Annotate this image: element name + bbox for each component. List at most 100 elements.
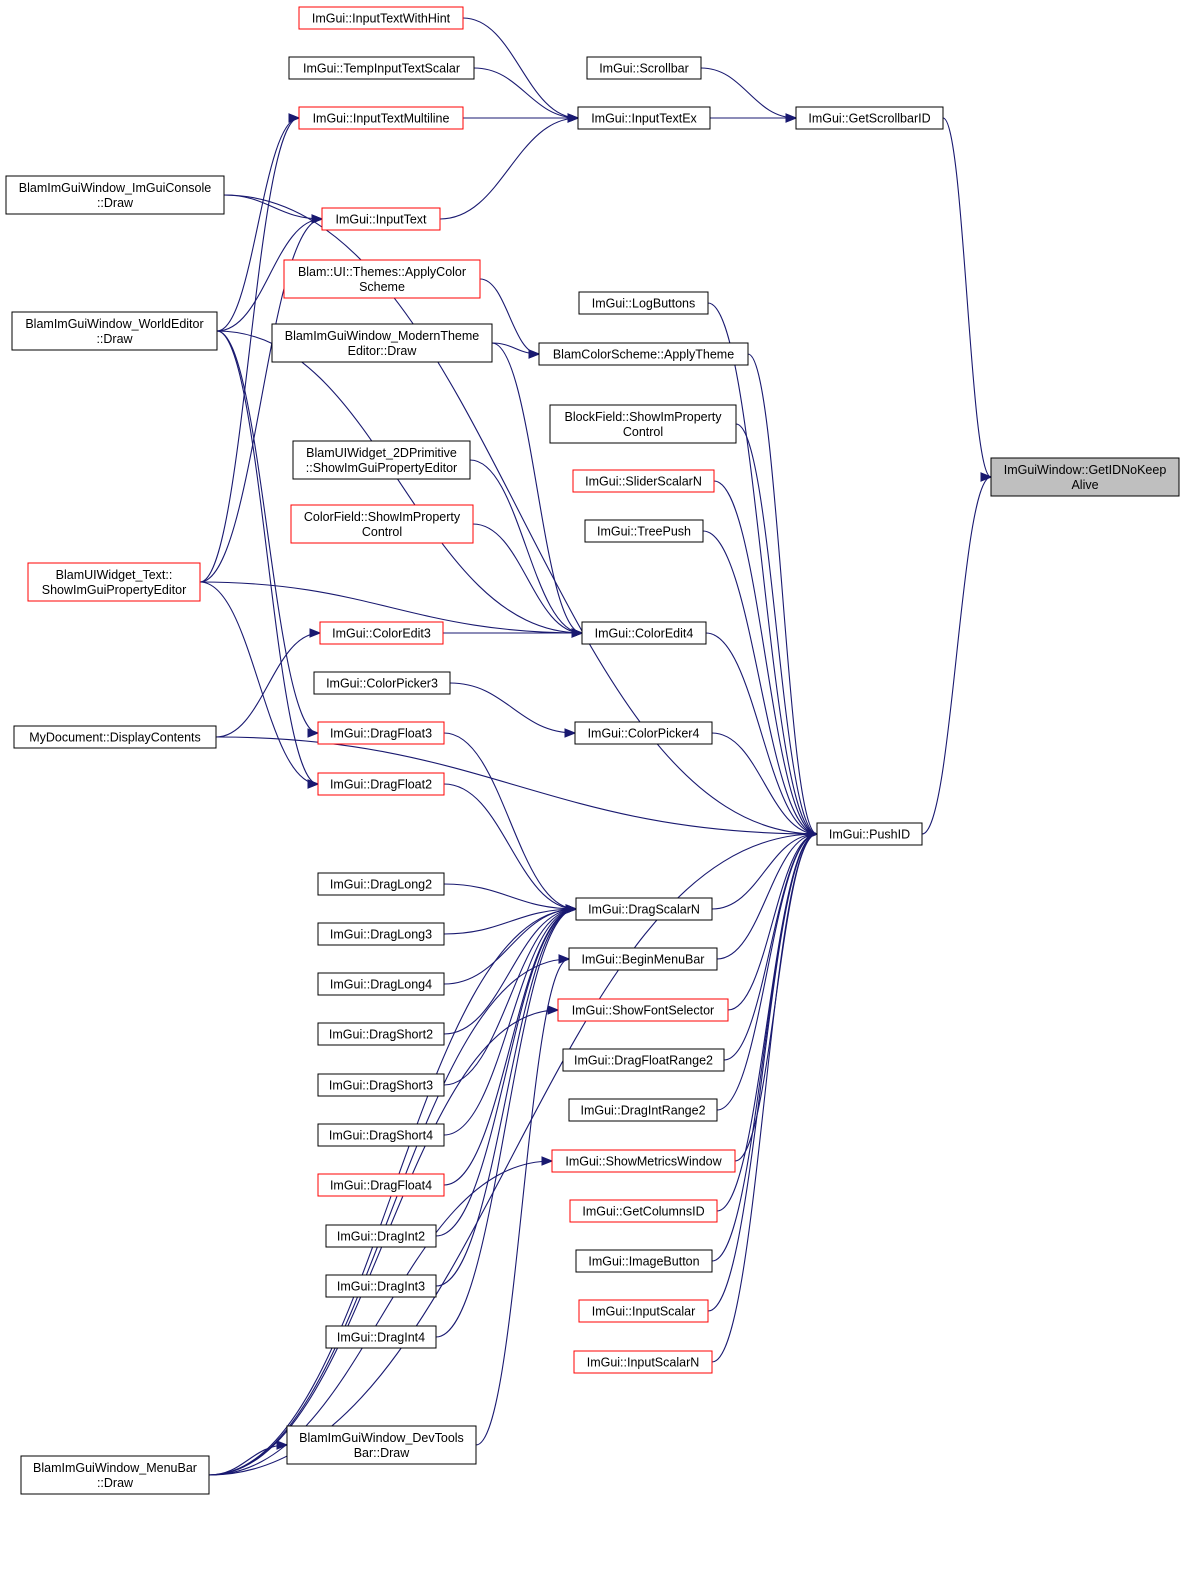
node-inputscalarn[interactable]: ImGui::InputScalarN xyxy=(573,1350,713,1374)
node-box xyxy=(317,1073,445,1097)
edge-scrollbar-to-getscrollbarid xyxy=(700,67,797,119)
node-dragshort4[interactable]: ImGui::DragShort4 xyxy=(317,1123,445,1147)
node-inputtextwithhint[interactable]: ImGui::InputTextWithHint xyxy=(298,6,464,30)
node-imagebutton[interactable]: ImGui::ImageButton xyxy=(575,1249,713,1273)
node-label: ImGui::DragShort2 xyxy=(329,1028,433,1042)
node-draglong2[interactable]: ImGui::DragLong2 xyxy=(317,872,445,896)
node-showfontselector[interactable]: ImGui::ShowFontSelector xyxy=(557,998,729,1022)
node-dragintrange2[interactable]: ImGui::DragIntRange2 xyxy=(568,1098,718,1122)
arrowhead-icon xyxy=(307,728,320,738)
node-inputtextex[interactable]: ImGui::InputTextEx xyxy=(577,106,711,130)
node-box xyxy=(575,897,713,921)
node-dragfloat3[interactable]: ImGui::DragFloat3 xyxy=(317,721,445,745)
node-label: ImGui::DragFloat4 xyxy=(330,1179,432,1193)
edge-coloredit4-to-pushid xyxy=(705,632,818,835)
node-dragfloatrange2[interactable]: ImGui::DragFloatRange2 xyxy=(562,1048,725,1072)
node-label: ::Draw xyxy=(97,1476,134,1490)
node-dragint4[interactable]: ImGui::DragInt4 xyxy=(325,1325,437,1349)
node-label: ImGui::DragFloat2 xyxy=(330,778,432,792)
node-imguiconsole[interactable]: BlamImGuiWindow_ImGuiConsole::Draw xyxy=(5,175,225,215)
node-box xyxy=(317,1022,445,1046)
node-label: ImGui::GetColumnsID xyxy=(582,1205,704,1219)
edge-dragscalarn-to-pushid xyxy=(711,833,818,910)
node-widgettext[interactable]: BlamUIWidget_Text::ShowImGuiPropertyEdit… xyxy=(27,562,201,602)
node-mydocument[interactable]: MyDocument::DisplayContents xyxy=(13,725,217,749)
node-box xyxy=(816,822,923,846)
node-label: ImGui::PushID xyxy=(829,828,910,842)
edge-colorpicker4-to-pushid xyxy=(711,732,818,835)
node-label: ImGui::InputTextWithHint xyxy=(312,12,451,26)
node-showmetricswindow[interactable]: ImGui::ShowMetricsWindow xyxy=(551,1149,736,1173)
edge-inputscalar-to-pushid xyxy=(707,833,818,1312)
node-primitive2d[interactable]: BlamUIWidget_2DPrimitive::ShowImGuiPrope… xyxy=(292,440,471,480)
arrowhead-icon xyxy=(558,954,571,964)
node-inputscalar[interactable]: ImGui::InputScalar xyxy=(578,1299,709,1323)
node-inputtext[interactable]: ImGui::InputText xyxy=(321,207,441,231)
node-label: ::Draw xyxy=(96,332,133,346)
edge-imagebutton-to-pushid xyxy=(711,833,818,1262)
node-label: BlamImGuiWindow_ModernTheme xyxy=(285,329,480,343)
node-menubar[interactable]: BlamImGuiWindow_MenuBar::Draw xyxy=(20,1455,210,1495)
node-box xyxy=(27,562,201,602)
node-sliderscalarn[interactable]: ImGui::SliderScalarN xyxy=(572,469,715,493)
node-dragshort2[interactable]: ImGui::DragShort2 xyxy=(317,1022,445,1046)
node-dragshort3[interactable]: ImGui::DragShort3 xyxy=(317,1073,445,1097)
node-scrollbar[interactable]: ImGui::Scrollbar xyxy=(586,56,702,80)
node-box xyxy=(578,1299,709,1323)
edge-showfontselector-to-pushid xyxy=(727,833,818,1011)
node-label: ImGui::ImageButton xyxy=(588,1255,699,1269)
arrowhead-icon xyxy=(288,113,301,123)
node-label: BlamImGuiWindow_WorldEditor xyxy=(25,317,203,331)
node-label: ImGui::InputScalarN xyxy=(587,1356,700,1370)
node-draglong4[interactable]: ImGui::DragLong4 xyxy=(317,972,445,996)
node-pushid[interactable]: ImGui::PushID xyxy=(816,822,923,846)
node-tempinputtextscalar[interactable]: ImGui::TempInputTextScalar xyxy=(288,56,475,80)
node-coloredit3[interactable]: ImGui::ColorEdit3 xyxy=(319,621,444,645)
edge-dragint3-to-dragscalarn xyxy=(435,908,577,1287)
node-coloredit4[interactable]: ImGui::ColorEdit4 xyxy=(581,621,707,645)
arrowhead-icon xyxy=(980,472,993,482)
node-label: ImGui::LogButtons xyxy=(592,297,696,311)
edge-treepush-to-pushid xyxy=(702,530,818,835)
edge-dragfloat2-to-dragscalarn xyxy=(443,783,577,910)
node-beginmenubar[interactable]: ImGui::BeginMenuBar xyxy=(568,947,718,971)
node-label: Alive xyxy=(1071,478,1098,492)
node-dragint3[interactable]: ImGui::DragInt3 xyxy=(325,1274,437,1298)
node-inputtextmultiline[interactable]: ImGui::InputTextMultiline xyxy=(298,106,464,130)
node-dragfloat2[interactable]: ImGui::DragFloat2 xyxy=(317,772,445,796)
edge-applytheme-to-pushid xyxy=(747,353,818,835)
node-box xyxy=(538,342,749,366)
edge-dragintrange2-to-pushid xyxy=(716,833,818,1111)
node-dragfloat4[interactable]: ImGui::DragFloat4 xyxy=(317,1173,445,1197)
node-colorpicker3[interactable]: ImGui::ColorPicker3 xyxy=(313,671,451,695)
node-worldeditor[interactable]: BlamImGuiWindow_WorldEditor::Draw xyxy=(11,311,218,351)
node-colorpicker4[interactable]: ImGui::ColorPicker4 xyxy=(574,721,713,745)
node-applytheme[interactable]: BlamColorScheme::ApplyTheme xyxy=(538,342,749,366)
edge-dragfloatrange2-to-pushid xyxy=(723,833,818,1061)
node-logbuttons[interactable]: ImGui::LogButtons xyxy=(578,291,709,315)
node-label: ImGui::DragShort4 xyxy=(329,1129,433,1143)
node-dragscalarn[interactable]: ImGui::DragScalarN xyxy=(575,897,713,921)
arrowhead-icon xyxy=(528,349,541,359)
edge-draglong3-to-dragscalarn xyxy=(443,908,577,935)
node-label: MyDocument::DisplayContents xyxy=(29,731,201,745)
node-draglong3[interactable]: ImGui::DragLong3 xyxy=(317,922,445,946)
edge-widgettext-to-dragfloat2 xyxy=(199,581,319,785)
node-box xyxy=(577,106,711,130)
node-box xyxy=(317,872,445,896)
node-getcolumnsid[interactable]: ImGui::GetColumnsID xyxy=(569,1199,718,1223)
node-dragint2[interactable]: ImGui::DragInt2 xyxy=(325,1224,437,1248)
edge-worldeditor-to-dragfloat3 xyxy=(216,330,319,734)
node-box xyxy=(317,922,445,946)
node-getscrollbarid[interactable]: ImGui::GetScrollbarID xyxy=(795,106,944,130)
node-box xyxy=(325,1274,437,1298)
node-treepush[interactable]: ImGui::TreePush xyxy=(584,519,704,543)
node-label: ImGuiWindow::GetIDNoKeep xyxy=(1004,463,1167,477)
node-box xyxy=(568,947,718,971)
